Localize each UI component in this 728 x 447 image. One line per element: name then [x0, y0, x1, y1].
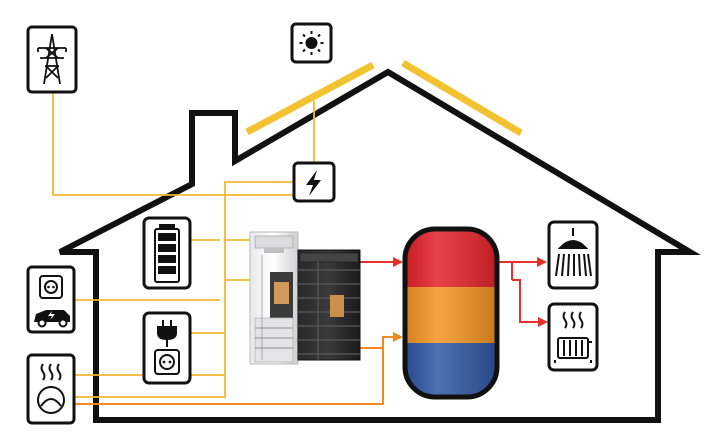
- hot-water-tank: [402, 226, 500, 400]
- shower-icon: [547, 220, 599, 290]
- heat-pump-icon: [26, 353, 76, 425]
- fuel-cell-unit: [249, 231, 299, 365]
- heat-storage-unit: [297, 249, 361, 361]
- socket-electric-car-icon: [26, 265, 76, 334]
- heat-wiring: [75, 257, 548, 405]
- sun-icon: [290, 22, 333, 64]
- radiator-icon: [547, 302, 599, 372]
- power-plug-socket-icon: [142, 311, 192, 385]
- solar-panels: [245, 59, 523, 137]
- lightning-inverter-icon: [292, 161, 336, 203]
- house-outline: [58, 68, 701, 423]
- power-pylon-icon: [26, 25, 78, 94]
- battery-icon: [142, 216, 192, 290]
